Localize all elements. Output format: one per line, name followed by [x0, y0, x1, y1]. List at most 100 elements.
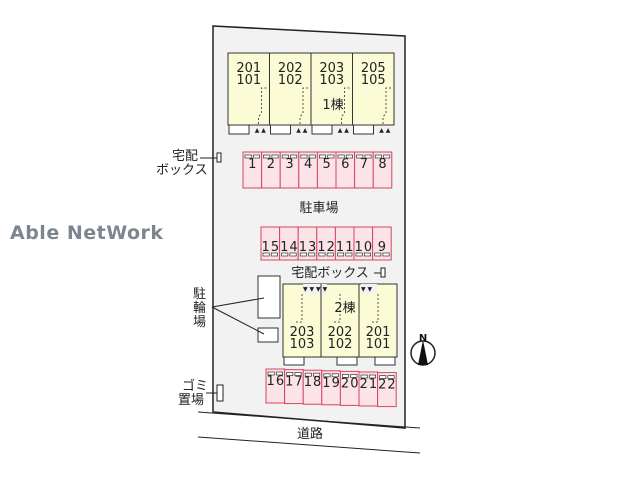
wheel-stop — [267, 371, 275, 376]
label-line: 輪 — [193, 301, 207, 316]
bicycle-parking-label: 駐 輪 場 — [193, 288, 206, 330]
label-line: ボックス — [156, 163, 208, 178]
parking-number: 1 — [248, 157, 256, 172]
entry-path — [294, 294, 303, 323]
wheel-stop — [319, 154, 327, 159]
parking-number: 15 — [262, 240, 280, 255]
parking-number: 17 — [285, 375, 303, 390]
unit-number-lower: 102 — [278, 73, 303, 88]
unit-number-upper: 202 — [328, 325, 353, 340]
leader-line — [211, 306, 265, 335]
label-line: 置場 — [178, 393, 205, 408]
building-1-label: 1棟 — [322, 98, 343, 113]
leader-line — [211, 297, 265, 308]
wheel-stop — [294, 372, 302, 376]
wheel-stop — [290, 154, 298, 159]
unit-number-lower: 101 — [366, 337, 391, 352]
wheel-stop — [363, 252, 371, 257]
label-line: 宅配 — [172, 149, 199, 164]
wheel-stop — [379, 375, 387, 379]
road-edge — [197, 436, 421, 454]
wheel-stop — [368, 374, 376, 379]
wheel-stop — [360, 374, 368, 379]
notch — [361, 284, 377, 294]
wheel-stop — [275, 371, 283, 376]
unit-number-upper: 203 — [290, 325, 315, 340]
wheel-stop — [327, 154, 335, 159]
parking-number: 9 — [378, 240, 386, 255]
entry-path — [341, 87, 350, 125]
north-arrow-icon: N — [410, 333, 436, 366]
entry-markers: ▼ ▼ — [361, 286, 373, 293]
label-line: 駐 — [193, 287, 207, 302]
garbage-area — [216, 384, 224, 402]
parking-number: 16 — [267, 374, 285, 389]
delivery-box-1-label: 宅配 ボックス — [156, 149, 208, 178]
unit-number-lower: 103 — [319, 73, 344, 88]
parking-number: 10 — [355, 240, 373, 255]
unit-number-lower: 101 — [236, 73, 261, 88]
delivery-box-1 — [216, 152, 222, 163]
parking-number: 14 — [280, 240, 298, 255]
wheel-stop — [382, 252, 390, 257]
bicycle-parking-area — [257, 275, 281, 319]
unit-number-lower: 105 — [361, 73, 386, 88]
wheel-stop — [323, 373, 331, 378]
entry-markers: ▼ ▼ ▼ ▼ — [303, 286, 328, 293]
wheel-stop — [331, 373, 339, 378]
wheel-stop — [263, 154, 271, 159]
entry-path — [258, 87, 267, 125]
parking-number: 2 — [267, 157, 275, 172]
wheel-stop — [289, 252, 297, 257]
wheel-stop — [383, 154, 391, 159]
porch — [311, 124, 333, 135]
wheel-stop — [350, 374, 358, 378]
entry-markers: ▲ ▲ — [296, 127, 308, 134]
wheel-stop — [355, 252, 363, 257]
unit-number-upper: 203 — [319, 61, 344, 76]
wheel-stop — [387, 375, 395, 379]
bicycle-parking-area — [257, 327, 279, 343]
parking-number: 6 — [341, 157, 349, 172]
garbage-label: ゴミ 置場 — [178, 380, 208, 408]
parking-number: 20 — [341, 376, 359, 391]
parking-number: 11 — [336, 240, 354, 255]
wheel-stop — [286, 372, 294, 376]
porch — [228, 124, 250, 135]
wheel-stop — [374, 252, 382, 257]
parking-number: 12 — [317, 240, 335, 255]
wheel-stop — [270, 252, 278, 257]
entry-markers: ▲ ▲ — [255, 127, 267, 134]
notch — [303, 284, 327, 294]
wheel-stop — [337, 252, 345, 257]
wheel-stop — [299, 252, 307, 257]
label-line: ゴミ — [182, 379, 209, 394]
parking-number: 8 — [378, 157, 386, 172]
parking-label: 駐車場 — [299, 201, 338, 216]
entry-markers: ▲ ▲ — [338, 127, 350, 134]
wheel-stop — [281, 252, 289, 257]
unit-number-upper: 202 — [278, 61, 303, 76]
parking-number: 5 — [323, 157, 331, 172]
unit-number-upper: 201 — [236, 61, 261, 76]
wheel-stop — [326, 252, 334, 257]
parking-number: 22 — [378, 378, 396, 393]
parking-number: 4 — [304, 157, 312, 172]
wheel-stop — [342, 374, 350, 378]
north-label: N — [419, 333, 427, 344]
wheel-stop — [304, 372, 312, 377]
delivery-box-2-label: 宅配ボックス — [291, 266, 369, 281]
parking-space — [372, 151, 393, 189]
unit-number-lower: 102 — [328, 337, 353, 352]
wheel-stop — [313, 372, 321, 377]
wheel-stop — [356, 154, 364, 159]
delivery-box-2 — [380, 267, 386, 278]
wheel-stop — [318, 252, 326, 257]
parking-number: 21 — [360, 377, 378, 392]
